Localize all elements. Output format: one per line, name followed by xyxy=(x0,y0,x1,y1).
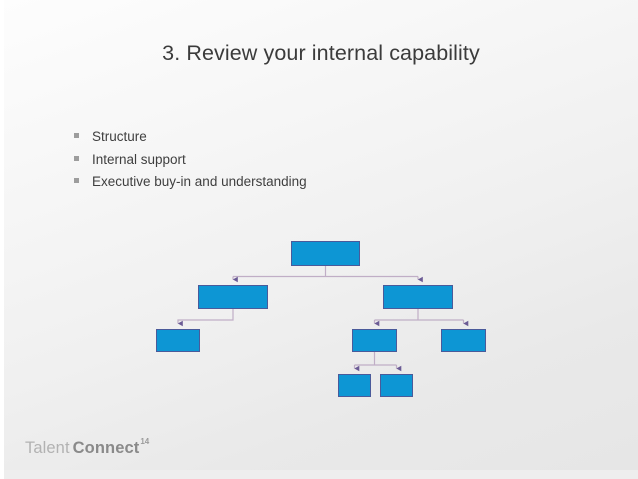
org-node-level4-left[interactable] xyxy=(338,374,371,397)
org-chart-connectors xyxy=(177,266,469,372)
list-item-label: Executive buy-in and understanding xyxy=(92,174,307,189)
org-node-level3-mid[interactable] xyxy=(352,329,397,352)
logo-secondary-text: Connect xyxy=(72,439,140,457)
square-bullet-icon xyxy=(74,133,79,138)
bottom-edge-strip xyxy=(4,470,638,479)
org-node-level3-left[interactable] xyxy=(156,329,200,352)
org-node-root[interactable] xyxy=(291,241,360,266)
square-bullet-icon xyxy=(74,155,79,161)
square-bullet-icon xyxy=(74,178,79,183)
slide-canvas: 3. Review your internal capability Struc… xyxy=(4,0,638,470)
org-node-level3-right[interactable] xyxy=(441,329,486,352)
logo-primary-text: Talent xyxy=(25,439,70,457)
logo-superscript-year: 14 xyxy=(140,436,150,446)
page-title: 3. Review your internal capability xyxy=(162,41,480,65)
bullet-list: Structure Internal support Executive buy… xyxy=(74,130,554,198)
list-item: Internal support xyxy=(74,151,554,176)
list-item-label: Internal support xyxy=(92,151,186,167)
org-node-level2-left[interactable] xyxy=(198,285,268,309)
list-item: Executive buy-in and understanding xyxy=(74,175,554,198)
org-node-level2-right[interactable] xyxy=(383,285,453,309)
org-chart-diagram xyxy=(4,0,638,470)
list-item-label: Structure xyxy=(92,129,147,144)
edge-n2-n4 xyxy=(177,309,234,327)
list-item: Structure xyxy=(74,130,554,153)
org-node-level4-right[interactable] xyxy=(380,374,413,397)
